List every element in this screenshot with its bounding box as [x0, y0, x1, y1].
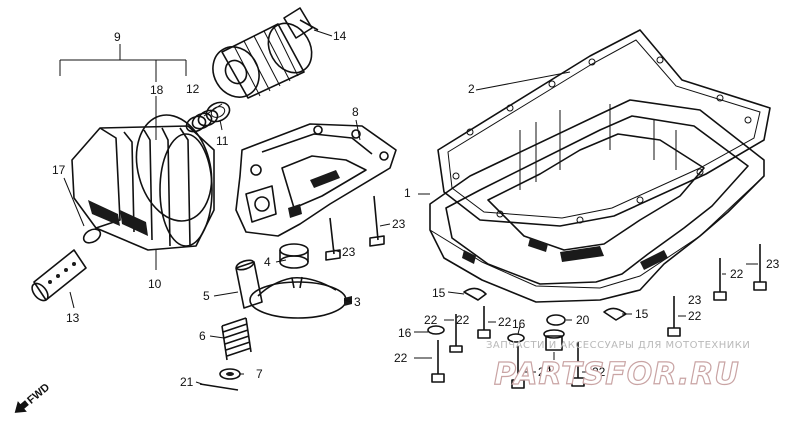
- oil-filter-element-part: [212, 22, 313, 99]
- filter-bolt-14-part: [283, 7, 319, 39]
- callout-17: 17: [52, 163, 66, 177]
- collar-4-part: [279, 243, 309, 269]
- o-ring-18-part: [135, 114, 213, 222]
- callout-16a: 16: [398, 326, 412, 340]
- callout-22a: 22: [424, 313, 438, 327]
- oil-pipe-13-part: [31, 249, 87, 302]
- callout-22c: 22: [394, 351, 408, 365]
- callout-20: 20: [576, 313, 590, 327]
- callout-14: 14: [333, 29, 347, 43]
- fwd-arrow-icon: [14, 400, 29, 413]
- strainer-3-part: [249, 276, 352, 319]
- washer-7-part: [219, 368, 241, 380]
- callout-11: 11: [216, 134, 229, 148]
- callout-18: 18: [150, 83, 164, 97]
- callout-13: 13: [66, 311, 80, 325]
- fwd-direction-indicator: FWD: [14, 381, 52, 413]
- callout-5: 5: [203, 289, 210, 303]
- oil-pan-1-part: [429, 99, 765, 303]
- callout-22d: 22: [538, 365, 552, 379]
- relief-spring-6-part: [221, 317, 252, 361]
- callout-10: 10: [148, 277, 162, 291]
- callout-23b: 23: [342, 245, 356, 259]
- watermark-logo: PARTSFOR.RU: [494, 357, 740, 392]
- callout-23c: 23: [766, 257, 780, 271]
- callout-15b: 15: [635, 307, 649, 321]
- bolts-and-hardware: [325, 195, 767, 389]
- o-ring-17-part: [82, 228, 102, 244]
- callout-21: 21: [180, 375, 194, 389]
- callout-22b: 22: [498, 315, 512, 329]
- callout-2: 2: [468, 82, 475, 96]
- fwd-label: FWD: [25, 381, 52, 406]
- leader-lines: [59, 29, 758, 385]
- callout-22f: 22: [730, 267, 744, 281]
- callout-15a: 15: [432, 286, 446, 300]
- watermark-caption: ЗАПЧАСТИ И АКСЕССУАРЫ ДЛЯ МОТОТЕХНИКИ: [486, 340, 750, 351]
- callout-22h: 22: [456, 313, 470, 327]
- pin-21-part: [199, 383, 239, 391]
- relief-piston-5-part: [235, 259, 263, 309]
- callout-12: 12: [186, 82, 200, 96]
- callout-8: 8: [352, 105, 359, 119]
- spring-12-part: [185, 109, 219, 133]
- callout-22e: 22: [592, 365, 606, 379]
- callout-23a: 23: [392, 217, 406, 231]
- callout-22g: 22: [688, 309, 702, 323]
- callout-6: 6: [199, 329, 206, 343]
- callout-23d: 23: [688, 293, 702, 307]
- callout-4: 4: [264, 255, 271, 269]
- callout-7: 7: [256, 367, 263, 381]
- callout-16b: 16: [512, 317, 526, 331]
- callout-19: 19: [546, 361, 560, 375]
- oil-pump-8-part: [235, 123, 397, 237]
- callout-1: 1: [404, 186, 411, 200]
- callout-3: 3: [354, 295, 361, 309]
- callout-labels: 1 2 3 4 5 6 7 8 9 10 11 12 13 14 15 15 1…: [52, 29, 780, 389]
- o-ring-11-part: [205, 101, 231, 123]
- oil-filter-cover-part: [71, 125, 215, 251]
- callout-9: 9: [114, 30, 121, 44]
